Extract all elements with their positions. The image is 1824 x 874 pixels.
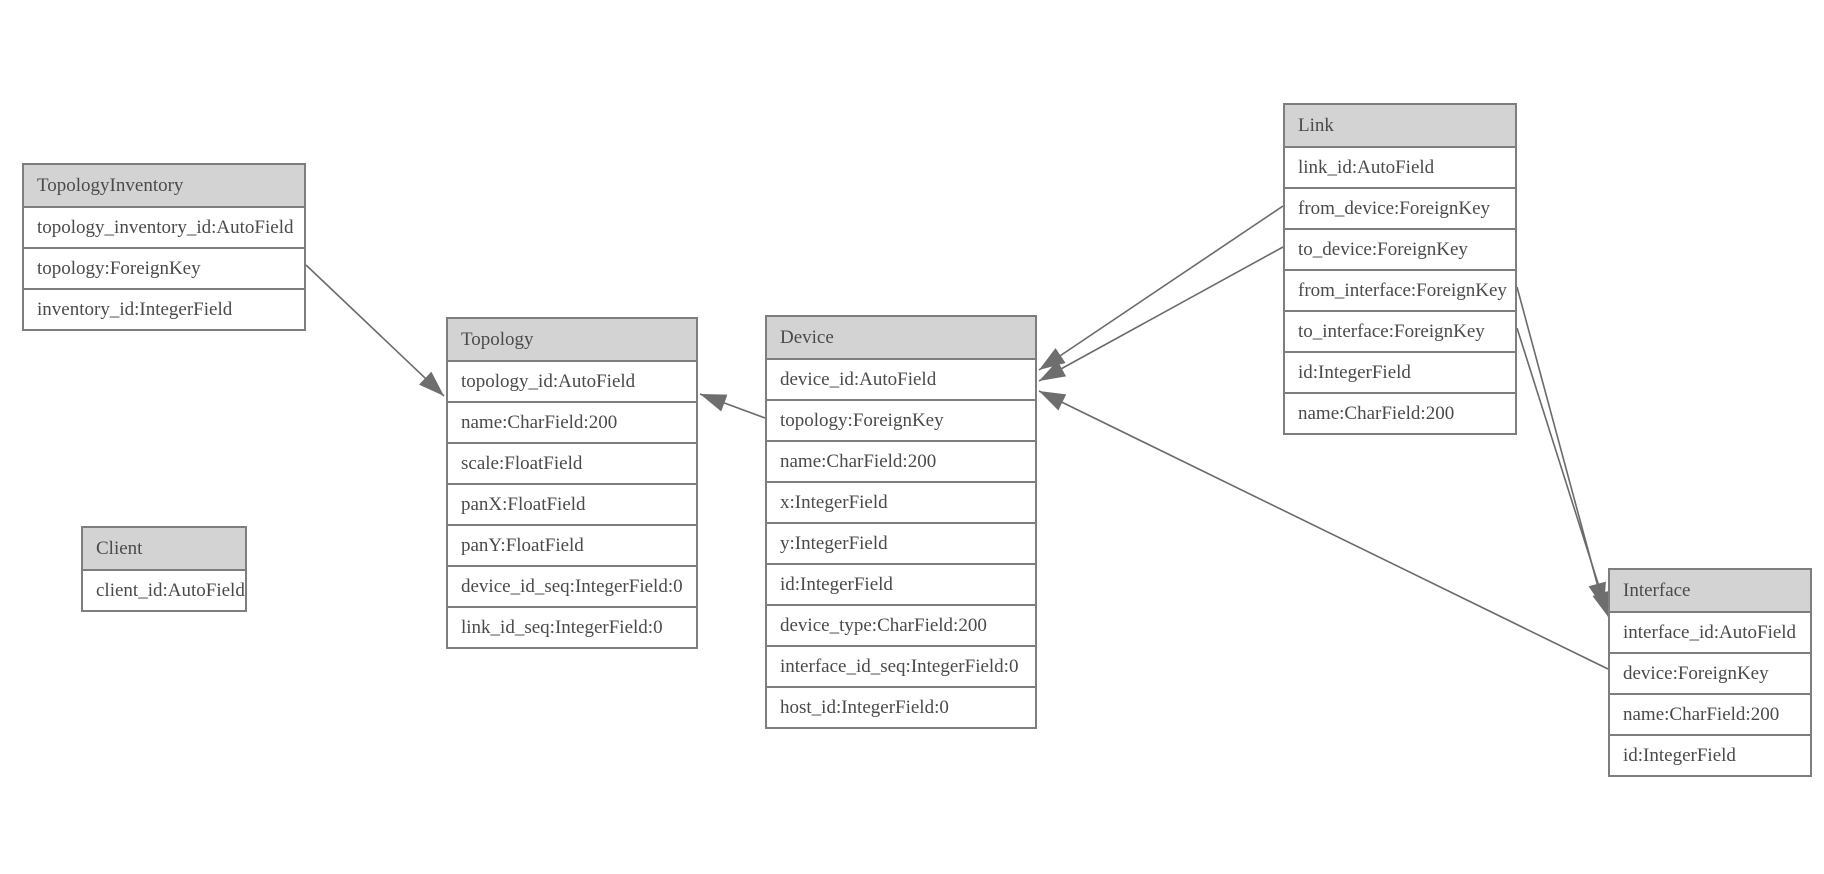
- entity-field: to_interface:ForeignKey: [1285, 310, 1515, 351]
- entity-field: device_id_seq:IntegerField:0: [448, 565, 696, 606]
- entity-field: name:CharField:200: [767, 440, 1035, 481]
- entity-field: id:IntegerField: [1610, 734, 1810, 775]
- entity-title: Client: [83, 528, 245, 569]
- entity-field: device:ForeignKey: [1610, 652, 1810, 693]
- entity-field: topology_inventory_id:AutoField: [24, 206, 304, 247]
- entity-field: device_id:AutoField: [767, 358, 1035, 399]
- entity-field: panY:FloatField: [448, 524, 696, 565]
- entity-field: name:CharField:200: [448, 401, 696, 442]
- entity-field: id:IntegerField: [767, 563, 1035, 604]
- entity-field: interface_id:AutoField: [1610, 611, 1810, 652]
- relation-edge-link.to_device-to-device.device_id: [1038, 246, 1284, 382]
- entity-field: topology_id:AutoField: [448, 360, 696, 401]
- entity-field: inventory_id:IntegerField: [24, 288, 304, 329]
- relation-edge-link.to_interface-to-interface.interface_id: [1516, 327, 1610, 619]
- entity-title: Link: [1285, 105, 1515, 146]
- entity-title: Interface: [1610, 570, 1810, 611]
- entity-field: scale:FloatField: [448, 442, 696, 483]
- relation-edge-link.from_interface-to-interface.interface_id: [1516, 286, 1606, 610]
- entity-field: client_id:AutoField: [83, 569, 245, 610]
- entity-field: name:CharField:200: [1610, 693, 1810, 734]
- entity-field: from_device:ForeignKey: [1285, 187, 1515, 228]
- entity-field: from_interface:ForeignKey: [1285, 269, 1515, 310]
- entity-field: host_id:IntegerField:0: [767, 686, 1035, 727]
- entity-title: Device: [767, 317, 1035, 358]
- entity-field: link_id:AutoField: [1285, 146, 1515, 187]
- entity-field: to_device:ForeignKey: [1285, 228, 1515, 269]
- entity-field: y:IntegerField: [767, 522, 1035, 563]
- entity-field: x:IntegerField: [767, 481, 1035, 522]
- entity-field: panX:FloatField: [448, 483, 696, 524]
- relation-edge-device.topology-to-topology.topology_id: [699, 393, 766, 419]
- relation-edge-topologyinventory.topology-to-topology.topology_id: [305, 264, 445, 397]
- entity-title: TopologyInventory: [24, 165, 304, 206]
- entity-field: name:CharField:200: [1285, 392, 1515, 433]
- entity-field: topology:ForeignKey: [24, 247, 304, 288]
- entity-field: interface_id_seq:IntegerField:0: [767, 645, 1035, 686]
- relation-edge-link.from_device-to-device.device_id: [1038, 205, 1284, 371]
- entity-field: link_id_seq:IntegerField:0: [448, 606, 696, 647]
- entity-title: Topology: [448, 319, 696, 360]
- entity-field: device_type:CharField:200: [767, 604, 1035, 645]
- entity-field: id:IntegerField: [1285, 351, 1515, 392]
- entity-field: topology:ForeignKey: [767, 399, 1035, 440]
